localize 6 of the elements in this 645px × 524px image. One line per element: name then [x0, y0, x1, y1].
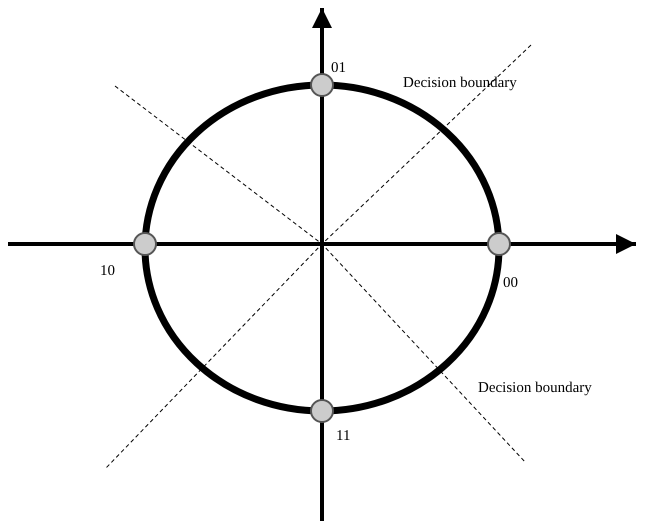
boundary-label: Decision boundary — [403, 76, 517, 91]
symbol-label: 10 — [100, 264, 115, 279]
symbol-label: 11 — [336, 429, 350, 444]
symbol-label: 00 — [503, 276, 518, 291]
symbol-label: 01 — [331, 61, 346, 76]
boundary-label: Decision boundary — [478, 381, 592, 396]
